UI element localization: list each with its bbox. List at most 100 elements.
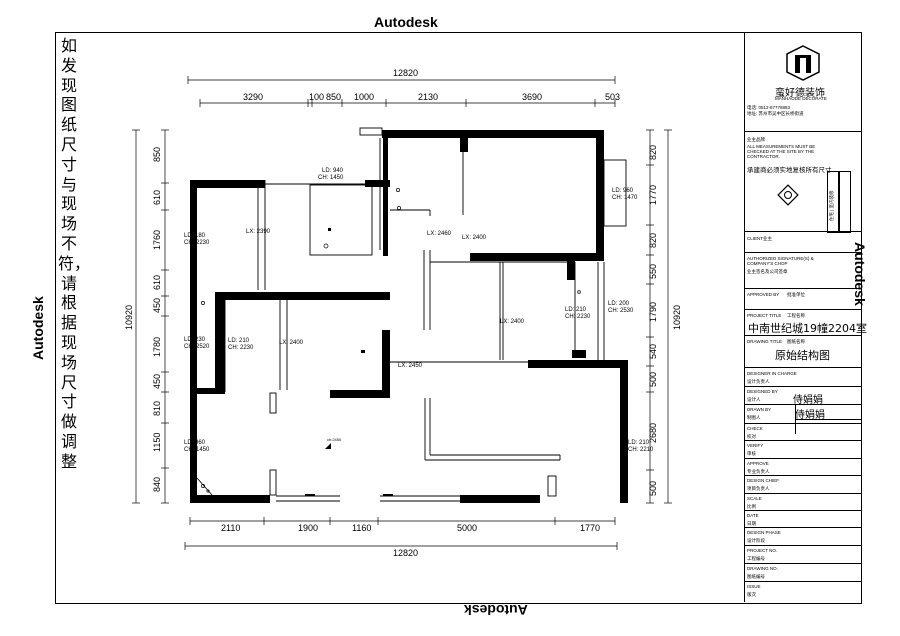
room-label: CH: 2230 xyxy=(565,314,591,320)
dim-top-total: 12820 xyxy=(393,68,418,78)
dim-right-seg: 820 xyxy=(648,233,658,248)
room-labels: LD: 940 CH: 1450 LD: 960 CH: 1470 LX: 23… xyxy=(184,168,654,453)
client-cn: 业主 xyxy=(763,236,772,241)
room-label: LX: 2450 xyxy=(398,363,423,369)
dim-bottom-seg: 5000 xyxy=(457,523,477,533)
floor-plan: 12820 3290 100 850 1000 2130 3690 503 21… xyxy=(124,68,682,558)
project-cn: 工程名称 xyxy=(787,313,805,318)
dim-right-seg: 820 xyxy=(648,145,658,160)
room-label: LD: 200 xyxy=(608,301,630,307)
dim-right-seg: 1770 xyxy=(648,185,658,205)
walls xyxy=(190,130,628,503)
room-label: LD: 940 xyxy=(322,168,344,174)
issue-cn: 版次 xyxy=(747,592,756,597)
dim-right-seg: 1790 xyxy=(648,302,658,322)
dim-right-seg: 540 xyxy=(648,344,658,359)
room-label: LD: 210 xyxy=(228,338,250,344)
design-chief-label: DESIGN CHIEF xyxy=(747,478,780,483)
dim-top-seg: 1000 xyxy=(354,92,374,102)
dim-right-seg: 2680 xyxy=(648,423,658,443)
room-label: LX: 2390 xyxy=(246,229,271,235)
dim-left-total: 10920 xyxy=(124,305,134,330)
room-label: CH: 1470 xyxy=(612,195,638,201)
scale-label: SCALE xyxy=(747,496,762,501)
room-label: CH: 2230 xyxy=(228,345,254,351)
design-chief-cn: 项目负责人 xyxy=(747,486,770,491)
dim-bottom-seg: 1160 xyxy=(352,523,371,533)
drawing-sheet-border xyxy=(55,32,862,604)
thin-walls xyxy=(192,127,627,502)
room-label: LX: 2400 xyxy=(500,319,525,325)
designed-label: DESIGNED BY xyxy=(747,389,778,394)
verify-cn: 审核 xyxy=(747,451,756,456)
room-label: LD: 960 xyxy=(184,440,206,446)
dim-right-total: 10920 xyxy=(672,305,682,330)
dim-left-seg: 450 xyxy=(152,298,162,313)
watermark-top: Autodesk xyxy=(374,14,438,30)
dim-left-seg: 1780 xyxy=(152,337,162,357)
room-label: LD: 960 xyxy=(612,188,634,194)
check-label: CHECK xyxy=(747,426,763,431)
company-name: 蛮好德装饰 xyxy=(775,88,825,99)
fixture-marks xyxy=(305,228,393,496)
company-name-en: MANHAODE DECORATE xyxy=(775,96,827,101)
date-cn: 日期 xyxy=(747,521,756,526)
drawn-name: 侍娟娟 xyxy=(795,410,825,421)
dim-top-seg: 503 xyxy=(605,92,620,102)
approved-label: APPROVED BY xyxy=(747,292,780,297)
signature-cn: 业主签名及公司签章 xyxy=(747,269,788,274)
company-logo-icon xyxy=(786,45,820,81)
dim-right-seg: 500 xyxy=(648,372,658,387)
fixtures xyxy=(201,188,583,493)
project-no-cn: 工程编号 xyxy=(747,556,765,561)
room-label: CH: 2520 xyxy=(184,344,210,350)
side-stamp-box xyxy=(839,171,851,233)
company-tel: 电话: 0512-67778883 xyxy=(747,105,791,110)
approved-cn: 批准单位 xyxy=(787,292,805,297)
dim-left-seg: 610 xyxy=(152,190,162,205)
dim-left-seg: 840 xyxy=(152,477,162,492)
room-label: CH: 2230 xyxy=(184,240,210,246)
drawn-cn: 制图人 xyxy=(747,415,761,420)
dim-bottom-total: 12820 xyxy=(393,548,418,558)
site-check-note: ALL MEASUREMENTS MUST BE CHECKED AT THE … xyxy=(747,144,816,159)
room-label: ch:2450 xyxy=(327,437,342,442)
signature-label: AUTHORIZED SIGNATURE(S) & COMPANY'S CHOP xyxy=(747,256,814,266)
dimension-labels: 12820 3290 100 850 1000 2130 3690 503 21… xyxy=(124,68,682,558)
company-seal-icon xyxy=(777,184,799,206)
designed-cn: 设计人 xyxy=(747,397,761,402)
project-title: 中南世纪城19幢2204室 xyxy=(748,322,867,335)
dim-bottom-seg: 2110 xyxy=(221,523,240,533)
project-no-label: PROJECT NO. xyxy=(747,548,778,553)
dim-left-seg: 450 xyxy=(152,374,162,389)
room-label: CH: 1450 xyxy=(184,447,210,453)
dim-top-seg: 850 xyxy=(326,92,341,102)
verify-label: VERIFY xyxy=(747,443,764,448)
side-stamp: 住宅 | 室内装修 xyxy=(829,190,834,221)
room-label: CH: 1450 xyxy=(318,175,344,181)
dim-right-seg: 500 xyxy=(648,481,658,496)
approve-label: APPROVE xyxy=(747,461,769,466)
dim-top-seg: 3690 xyxy=(522,92,542,102)
room-label: LX: 2400 xyxy=(279,340,304,346)
dim-right-seg: 550 xyxy=(648,264,658,279)
designed-name: 侍娟娟 xyxy=(793,395,823,406)
dim-bottom-seg: 1770 xyxy=(580,523,600,533)
designer-cn: 设计负责人 xyxy=(747,379,770,384)
drawing-title: 原始结构图 xyxy=(775,349,830,362)
dim-top-seg: 2130 xyxy=(418,92,438,102)
drawing-no-label: DRAWING NO. xyxy=(747,566,778,571)
dim-left-seg: 1760 xyxy=(152,230,162,250)
room-label: CH: 2210 xyxy=(628,447,654,453)
scale-cn: 比例 xyxy=(747,504,756,509)
client-label: CLIENT xyxy=(747,236,764,241)
room-label: LX: 2460 xyxy=(427,231,452,237)
title-block: 蛮好德装饰 MANHAODE DECORATE 电话: 0512-6777888… xyxy=(744,33,867,602)
room-label: LD: 210 xyxy=(565,307,587,313)
room-label: LD: 230 xyxy=(184,337,206,343)
phase-label: DESIGN PHASE xyxy=(747,530,781,535)
project-label: PROJECT TITLE xyxy=(747,313,782,318)
dim-left-seg: 1150 xyxy=(152,433,162,452)
dim-bottom-seg: 1900 xyxy=(298,523,318,533)
drawing-label: DRAWING TITLE xyxy=(747,339,783,344)
